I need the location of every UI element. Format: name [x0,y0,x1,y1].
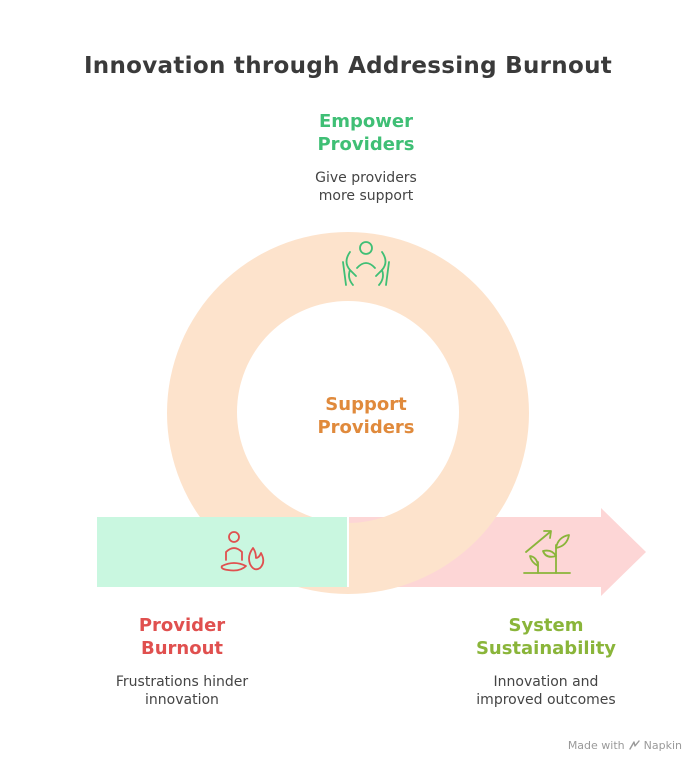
sustainability-desc-line2: improved outcomes [476,692,616,708]
napkin-watermark[interactable]: Made with Napkin [568,739,682,752]
empower-description: Give providers more support [263,169,469,205]
sustainability-desc-line1: Innovation and [493,674,599,690]
empower-desc-line2: more support [318,188,414,204]
burnout-person-flame-icon [220,531,265,572]
sustainability-heading: System Sustainability [436,614,656,660]
empower-desc-line1: Give providers [315,170,417,186]
sustainability-title-line1: System [508,615,584,636]
empower-title-line1: Empower [318,111,414,132]
burnout-description: Frustrations hinder innovation [80,673,284,709]
empower-title-line2: Providers [317,134,415,155]
sustainability-title-line2: Sustainability [475,638,617,659]
sustainability-description: Innovation and improved outcomes [436,673,656,709]
burnout-desc-line1: Frustrations hinder [115,674,249,690]
burnout-bar [97,517,348,587]
watermark-prefix: Made with [567,739,625,752]
center-label-line1: Support [325,394,407,415]
empower-heading: Empower Providers [263,110,469,156]
burnout-title-line2: Burnout [140,638,223,659]
raised-hands-person-icon [342,241,390,286]
watermark-brand: Napkin [643,739,682,752]
burnout-title-line1: Provider [138,615,226,636]
diagram-title: Innovation through Addressing Burnout [83,53,613,79]
support-ring [167,232,529,594]
napkin-logo-icon [628,740,640,750]
center-label-line2: Providers [317,417,414,438]
burnout-desc-line2: innovation [145,692,219,708]
growing-plant-arrow-icon [523,530,571,574]
burnout-heading: Provider Burnout [80,614,284,660]
